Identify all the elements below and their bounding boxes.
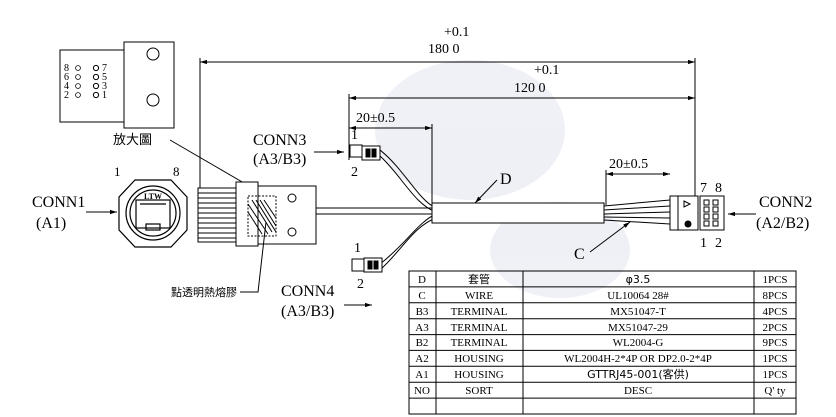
svg-text:WL2004-G: WL2004-G <box>613 337 664 349</box>
svg-text:1PCS: 1PCS <box>762 353 787 365</box>
svg-text:TERMINAL: TERMINAL <box>451 322 508 334</box>
conn2-pin-7: 7 <box>700 181 707 196</box>
conn2-pin-1: 1 <box>700 236 707 251</box>
svg-text:C: C <box>418 290 425 302</box>
bom-header-row: NO SORT DESC Q' ty <box>414 385 786 397</box>
conn3-sub: (A3/B3) <box>253 151 306 168</box>
svg-text:套管: 套管 <box>468 272 490 286</box>
conn4-pin-1: 1 <box>354 241 361 256</box>
conn3-housing <box>349 144 381 161</box>
detail-label: 放大圖 <box>113 133 152 148</box>
overall-tolerance: +0.1 <box>444 25 469 40</box>
bom-row-a1: A1 HOUSING GTTRJ45-001(客供) 1PCS <box>415 367 787 381</box>
strip-length-right: 20±0.5 <box>609 157 648 172</box>
svg-text:4: 4 <box>64 81 69 92</box>
svg-text:2: 2 <box>64 90 69 101</box>
bom-row-b2: B2 TERMINAL WL2004-G 9PCS <box>416 337 788 349</box>
svg-text:A3: A3 <box>415 322 429 334</box>
svg-text:HOUSING: HOUSING <box>454 369 504 381</box>
conn1-rj45-face <box>118 179 188 248</box>
svg-text:1PCS: 1PCS <box>762 369 787 381</box>
detail-pin-dots <box>75 65 81 98</box>
svg-text:TERMINAL: TERMINAL <box>451 306 508 318</box>
svg-text:1PCS: 1PCS <box>762 274 787 286</box>
conn1-pin-1: 1 <box>114 164 121 179</box>
svg-text:A2: A2 <box>415 353 428 365</box>
svg-text:7: 7 <box>102 63 107 74</box>
svg-text:5: 5 <box>102 72 107 83</box>
conn1-side-view <box>197 181 432 247</box>
conn3-name: CONN3 <box>253 132 306 149</box>
svg-text:A1: A1 <box>415 369 428 381</box>
callout-c: C <box>574 246 585 263</box>
conn4-housing <box>351 257 383 273</box>
svg-text:8: 8 <box>64 63 69 74</box>
dimension-overall <box>199 58 696 196</box>
svg-text:HOUSING: HOUSING <box>454 353 504 365</box>
wire-bundle <box>379 149 671 271</box>
svg-text:Q' ty: Q' ty <box>764 385 786 397</box>
dimension-strip-right <box>605 170 670 205</box>
svg-text:DESC: DESC <box>624 385 652 397</box>
glue-callout: 點透明熱熔膠 <box>171 285 237 299</box>
svg-text:WIRE: WIRE <box>465 290 493 302</box>
svg-text:TERMINAL: TERMINAL <box>451 337 508 349</box>
svg-text:8PCS: 8PCS <box>762 290 787 302</box>
conn2-pin-8: 8 <box>715 181 722 196</box>
svg-text:NO: NO <box>414 385 430 397</box>
callout-c-leader <box>589 221 631 253</box>
bom-row-a2: A2 HOUSING WL2004H-2*4P OR DP2.0-2*4P 1P… <box>415 353 787 365</box>
conn3-pin-2: 2 <box>351 165 358 180</box>
glue-leader <box>240 221 267 293</box>
svg-text:SORT: SORT <box>465 385 493 397</box>
svg-text:4PCS: 4PCS <box>762 306 787 318</box>
conn2-sub: (A2/B2) <box>756 215 809 232</box>
bom-row-a3: A3 TERMINAL MX51047-29 2PCS <box>415 322 787 334</box>
svg-text:MX51047-T: MX51047-T <box>610 306 666 318</box>
conn4-sub: (A3/B3) <box>281 303 334 320</box>
svg-text:UL10064 28#: UL10064 28# <box>607 290 669 302</box>
bom-row-b3: B3 TERMINAL MX51047-T 4PCS <box>416 306 788 318</box>
svg-text:φ3.5: φ3.5 <box>626 273 651 286</box>
svg-text:1: 1 <box>102 90 107 101</box>
svg-text:2PCS: 2PCS <box>762 322 787 334</box>
watermark-logo <box>375 60 630 298</box>
svg-text:3: 3 <box>102 81 107 92</box>
svg-text:B3: B3 <box>416 306 429 318</box>
svg-text:D: D <box>418 274 426 286</box>
conn1-pin-8: 8 <box>173 164 180 179</box>
callout-d-leader <box>474 179 498 204</box>
bom-table: D 套管 φ3.5 1PCS C WIRE UL10064 28# 8PCS B… <box>408 270 797 415</box>
svg-text:6: 6 <box>64 72 69 83</box>
conn2-name: CONN2 <box>759 194 812 211</box>
inner-length: 120 0 <box>514 81 546 96</box>
conn1-sub: (A1) <box>36 215 66 232</box>
conn2-pin-2: 2 <box>715 236 722 251</box>
svg-text:WL2004H-2*4P OR DP2.0-2*4P: WL2004H-2*4P OR DP2.0-2*4P <box>564 353 712 365</box>
svg-text:B2: B2 <box>416 337 429 349</box>
svg-text:9PCS: 9PCS <box>762 337 787 349</box>
conn4-pin-2: 2 <box>357 277 364 292</box>
conn2-housing <box>669 195 725 231</box>
callout-d: D <box>500 171 512 188</box>
conn4-name: CONN4 <box>281 283 334 300</box>
conn1-logo: LTW <box>144 192 162 201</box>
overall-length: 180 0 <box>428 42 460 57</box>
bom-grid <box>408 270 797 415</box>
enlarged-pin-detail <box>59 41 175 129</box>
conn1-name: CONN1 <box>32 194 85 211</box>
bom-row-c: C WIRE UL10064 28# 8PCS <box>418 290 787 302</box>
svg-text:GTTRJ45-001(客供): GTTRJ45-001(客供) <box>587 367 689 381</box>
detail-pin-labels: 8 6 4 2 7 5 3 1 <box>64 63 107 101</box>
strip-length-left: 20±0.5 <box>356 111 395 126</box>
inner-tolerance: +0.1 <box>534 63 559 78</box>
dimension-strip-left <box>349 124 433 206</box>
bom-row-d: D 套管 φ3.5 1PCS <box>418 272 788 286</box>
conn3-pin-1: 1 <box>351 128 358 143</box>
svg-text:MX51047-29: MX51047-29 <box>608 322 668 334</box>
